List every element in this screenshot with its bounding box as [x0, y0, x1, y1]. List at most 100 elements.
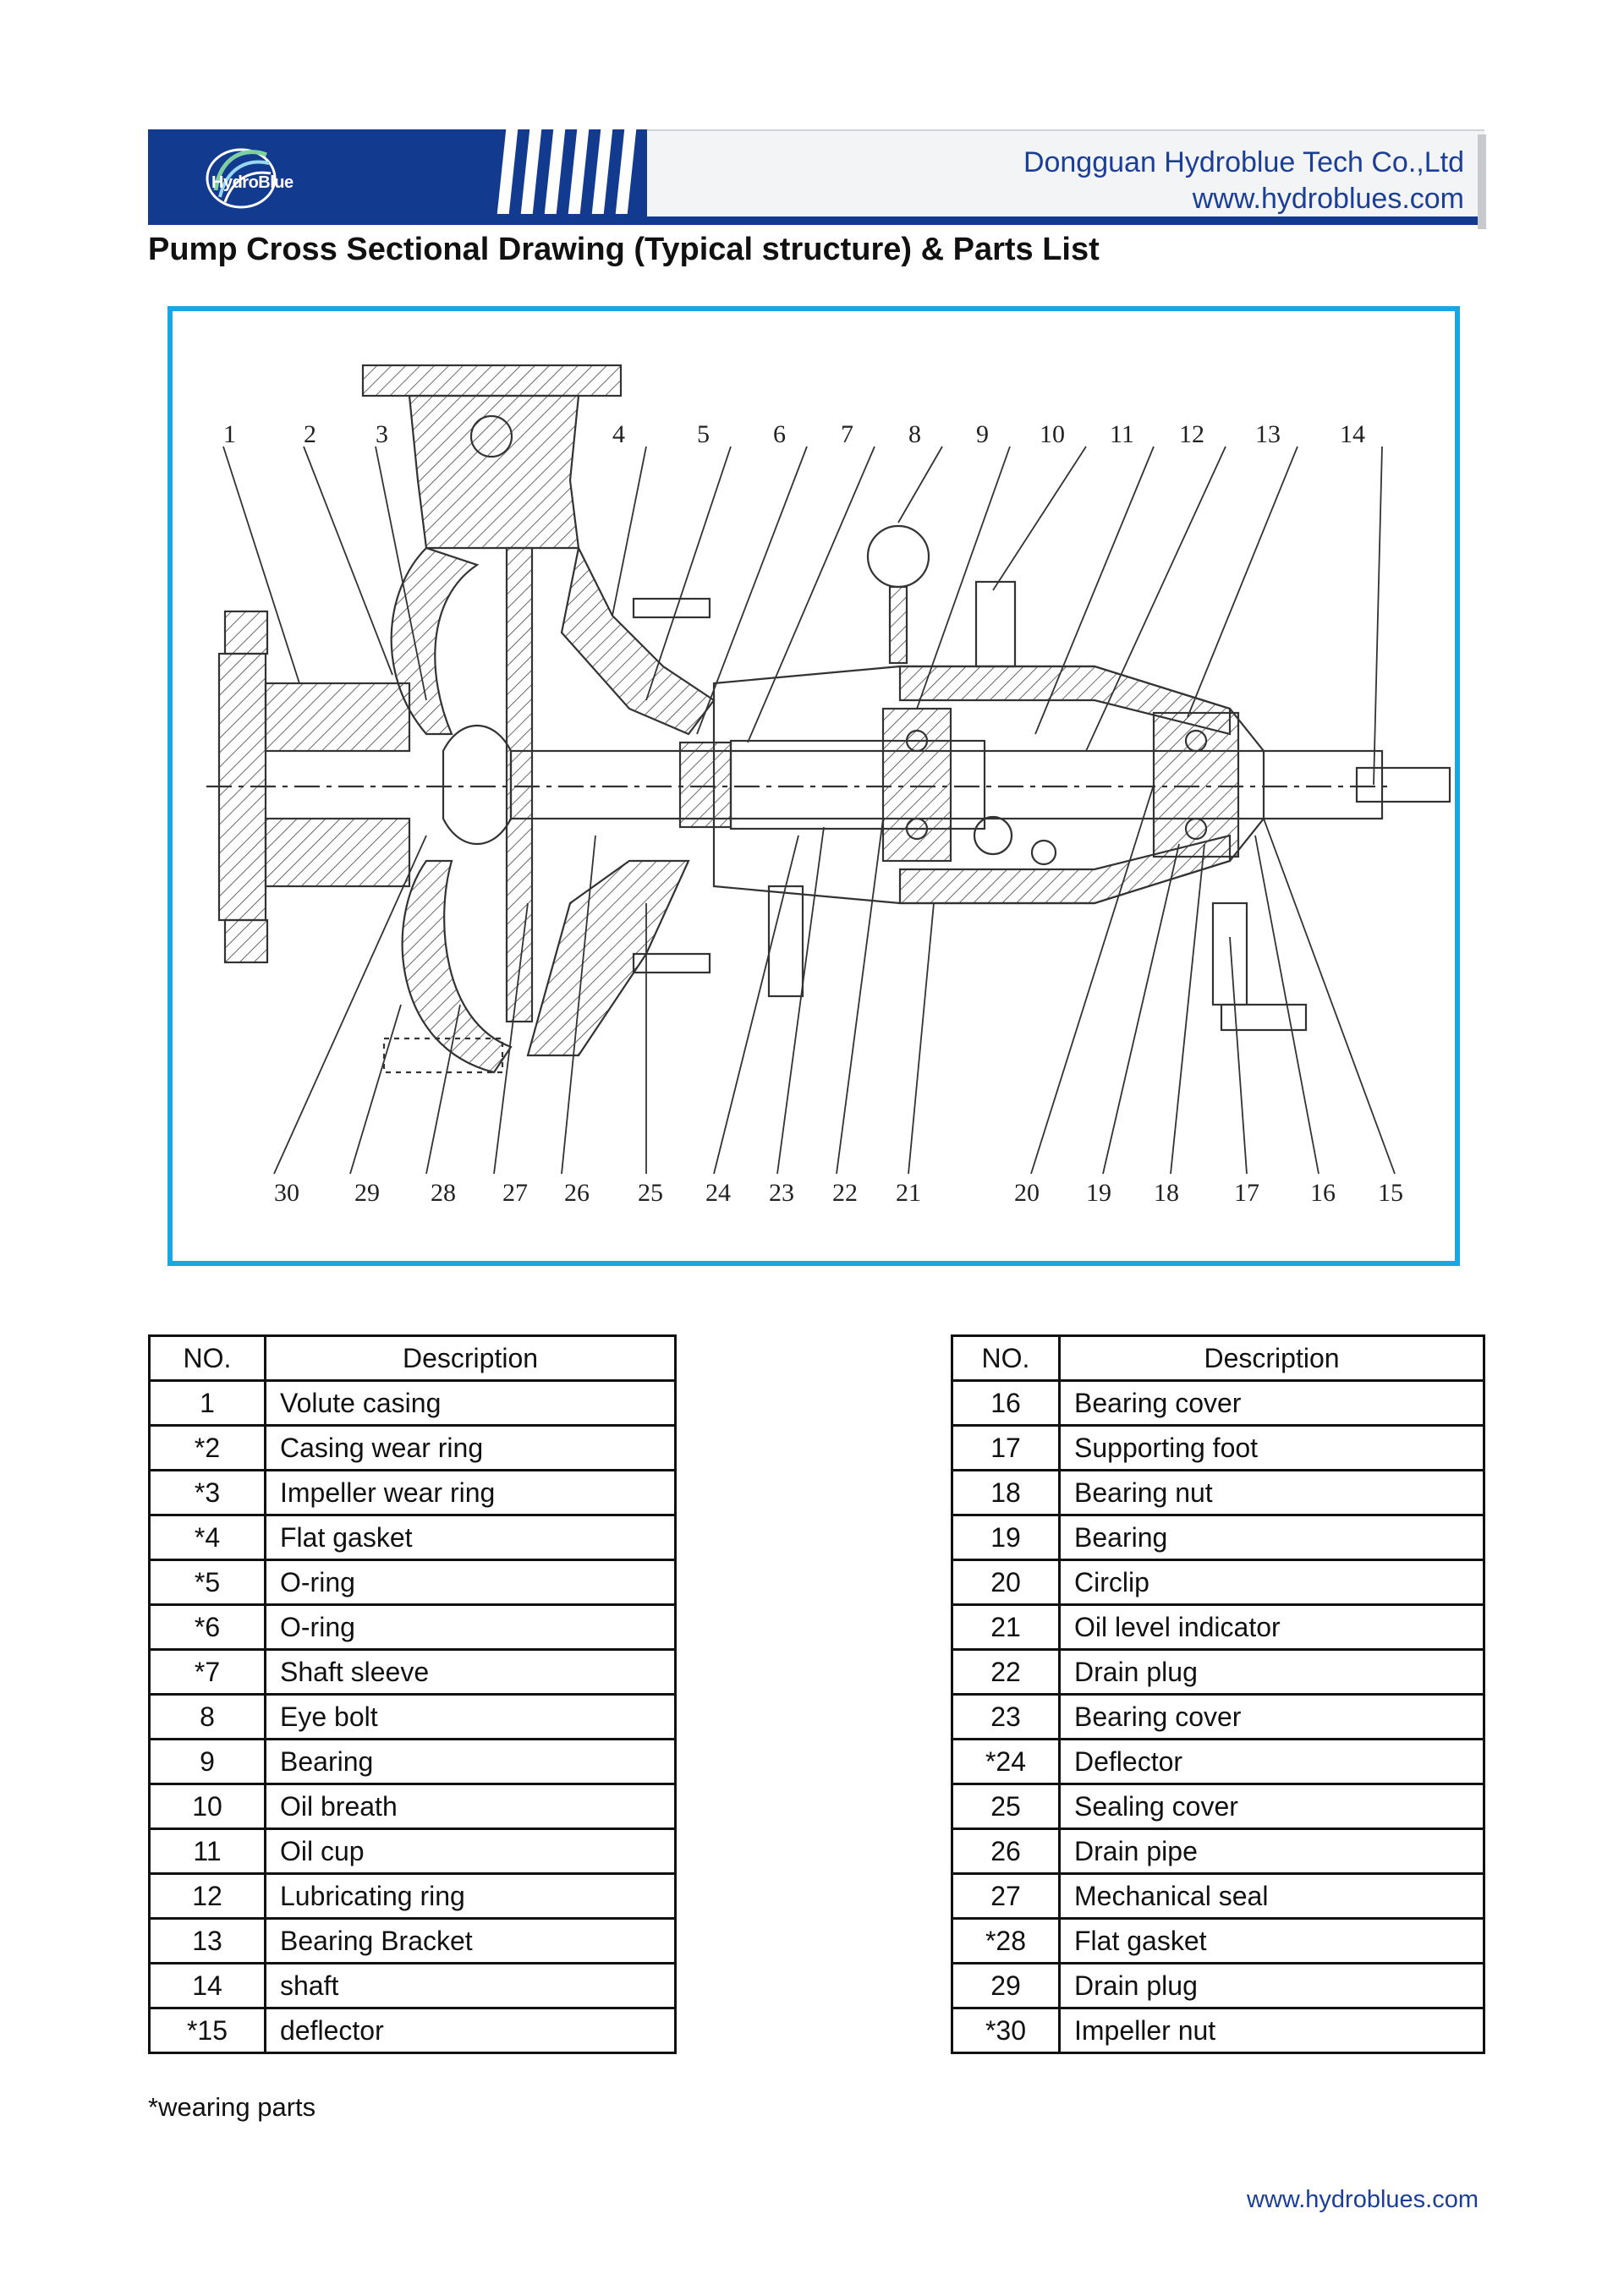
table-header-row: NO. Description [951, 1334, 1485, 1382]
part-number-cell: 17 [951, 1424, 1061, 1471]
part-description-cell: Bearing Bracket [264, 1917, 677, 1964]
part-description-cell: Flat gasket [264, 1514, 677, 1561]
callout-15: 15 [1378, 1179, 1403, 1207]
part-number-cell: 12 [148, 1872, 266, 1920]
callout-17: 17 [1234, 1179, 1259, 1207]
callout-10: 10 [1040, 420, 1065, 448]
callout-11: 11 [1110, 420, 1134, 448]
part-number-cell: 21 [951, 1603, 1061, 1651]
part-description-cell: Drain plug [1058, 1648, 1485, 1696]
part-number-cell: 11 [148, 1827, 266, 1875]
pump-cross-section-drawing: 1 2 3 4 5 6 7 8 9 10 11 12 13 14 30 29 2… [206, 364, 1451, 1207]
part-description-cell: deflector [264, 2007, 677, 2054]
page-title: Pump Cross Sectional Drawing (Typical st… [148, 232, 1100, 267]
logo-text: HydroBlue [211, 173, 294, 192]
part-description-cell: Lubricating ring [264, 1872, 677, 1920]
banner-shadow [1478, 134, 1486, 229]
callout-16: 16 [1310, 1179, 1336, 1207]
callout-24: 24 [705, 1179, 731, 1207]
part-number-cell: *4 [148, 1514, 266, 1561]
drawing-lines [206, 364, 1451, 1074]
part-description-cell: Oil breath [264, 1783, 677, 1830]
part-number-cell: *7 [148, 1648, 266, 1696]
part-number-cell: 8 [148, 1693, 266, 1740]
part-number-cell: 1 [148, 1379, 266, 1427]
part-number-cell: 29 [951, 1962, 1061, 2009]
callout-2: 2 [304, 420, 316, 448]
part-number-cell: 19 [951, 1514, 1061, 1561]
callout-23: 23 [769, 1179, 794, 1207]
footer-website-link[interactable]: www.hydroblues.com [1247, 2186, 1479, 2213]
callout-4: 4 [612, 420, 625, 448]
part-number-cell: *5 [148, 1559, 266, 1606]
banner-grey-panel [647, 129, 1484, 222]
company-website[interactable]: www.hydroblues.com [1192, 183, 1464, 215]
part-description-cell: Impeller nut [1058, 2007, 1485, 2054]
company-block: Dongguan Hydroblue Tech Co.,Ltd www.hydr… [1023, 145, 1464, 217]
part-description-cell: Volute casing [264, 1379, 677, 1427]
part-description-cell: Bearing [264, 1738, 677, 1785]
hydroblue-logo-icon [206, 148, 277, 209]
part-description-cell: Casing wear ring [264, 1424, 677, 1471]
part-description-cell: Eye bolt [264, 1693, 677, 1740]
callout-22: 22 [832, 1179, 858, 1207]
part-description-cell: Supporting foot [1058, 1424, 1485, 1471]
callout-5: 5 [697, 420, 710, 448]
part-number-cell: *28 [951, 1917, 1061, 1964]
callout-13: 13 [1255, 420, 1281, 448]
part-description-cell: Shaft sleeve [264, 1648, 677, 1696]
part-description-cell: Drain plug [1058, 1962, 1485, 2009]
part-description-cell: O-ring [264, 1603, 677, 1651]
table-header-row: NO. Description [148, 1334, 677, 1382]
part-description-cell: Oil cup [264, 1827, 677, 1875]
part-number-cell: 14 [148, 1962, 266, 2009]
part-number-cell: 20 [951, 1559, 1061, 1606]
part-description-cell: Mechanical seal [1058, 1872, 1485, 1920]
column-header-description: Description [1058, 1334, 1485, 1382]
banner-stripes [495, 129, 647, 221]
part-number-cell: 22 [951, 1648, 1061, 1696]
part-number-cell: 25 [951, 1783, 1061, 1830]
part-number-cell: *3 [148, 1469, 266, 1516]
part-number-cell: *15 [148, 2007, 266, 2054]
part-number-cell: 27 [951, 1872, 1061, 1920]
part-number-cell: 10 [148, 1783, 266, 1830]
part-description-cell: Impeller wear ring [264, 1469, 677, 1516]
leader-lines [222, 446, 1396, 1175]
part-number-cell: 13 [148, 1917, 266, 1964]
callout-21: 21 [896, 1179, 921, 1207]
part-description-cell: Bearing cover [1058, 1379, 1485, 1427]
callout-3: 3 [376, 420, 388, 448]
callout-14: 14 [1340, 420, 1365, 448]
callout-8: 8 [908, 420, 921, 448]
part-description-cell: Circlip [1058, 1559, 1485, 1606]
drawing-callout-labels: 1 2 3 4 5 6 7 8 9 10 11 12 13 14 30 29 2… [223, 420, 1403, 1207]
callout-30: 30 [274, 1179, 299, 1207]
callout-12: 12 [1179, 420, 1204, 448]
part-number-cell: *2 [148, 1424, 266, 1471]
callout-29: 29 [354, 1179, 380, 1207]
header-banner: HydroBlue Dongguan Hydroblue Tech Co.,Lt… [148, 129, 1486, 229]
part-number-cell: 18 [951, 1469, 1061, 1516]
part-number-cell: *24 [951, 1738, 1061, 1785]
part-description-cell: Sealing cover [1058, 1783, 1485, 1830]
